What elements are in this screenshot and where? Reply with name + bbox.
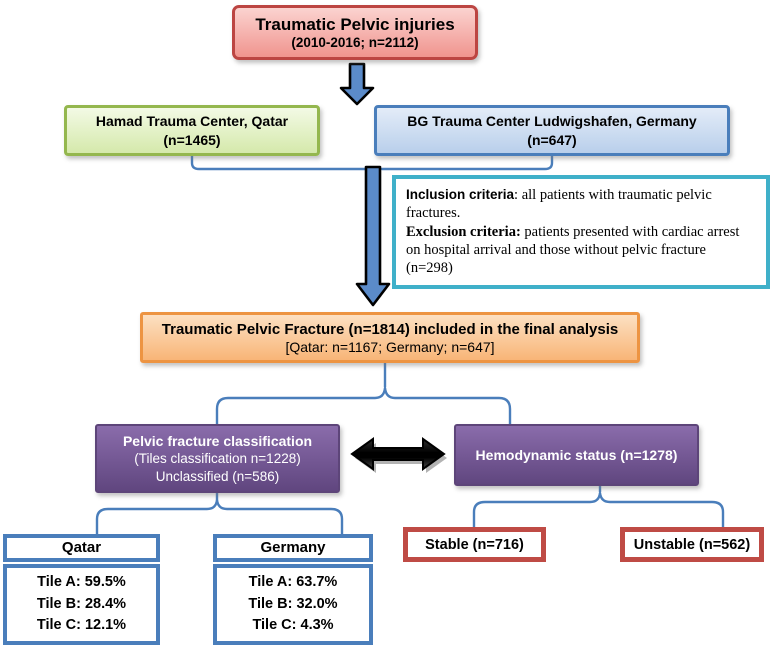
classification-line2: (Tiles classification n=1228) — [134, 451, 301, 467]
hamad-center-box: Hamad Trauma Center, Qatar (n=1465) — [64, 105, 320, 156]
germany-tiles-list: Tile A: 63.7% Tile B: 32.0% Tile C: 4.3% — [213, 563, 373, 645]
tile-row: Tile A: 63.7% — [248, 573, 338, 590]
connector-bg-to-merge — [380, 154, 554, 171]
hemodynamic-box: Hemodynamic status (n=1278) — [454, 424, 699, 486]
exclusion-label: Exclusion criteria: — [406, 223, 521, 240]
tile-row: Tile A: 59.5% — [37, 573, 126, 590]
tile-row: Tile B: 28.4% — [36, 595, 127, 612]
criteria-box: Inclusion criteria: all patients with tr… — [392, 175, 770, 289]
inclusion-text: : all patients with traumatic pelvic fra… — [406, 187, 712, 222]
connector-hemodynamic-brace — [472, 492, 725, 529]
classification-line3: Unclassified (n=586) — [155, 468, 280, 484]
germany-tiles-header: Germany — [213, 534, 373, 562]
title-box: Traumatic Pelvic injuries (2010-2016; n=… — [232, 5, 478, 60]
stable-box: Stable (n=716) — [403, 527, 546, 562]
title-line1: Traumatic Pelvic injuries — [255, 15, 455, 35]
down-arrow-icon — [339, 62, 375, 106]
qatar-tiles-panel: Qatar Tile A: 59.5% Tile B: 28.4% Tile C… — [3, 534, 160, 645]
exclusion-text: patients presented with cardiac arrest o… — [406, 223, 740, 277]
germany-tiles-panel: Germany Tile A: 63.7% Tile B: 32.0% Tile… — [213, 534, 373, 645]
unstable-label: Unstable (n=562) — [633, 536, 751, 553]
final-analysis-box: Traumatic Pelvic Fracture (n=1814) inclu… — [140, 312, 640, 363]
title-line2: (2010-2016; n=2112) — [291, 34, 419, 50]
qatar-tiles-list: Tile A: 59.5% Tile B: 28.4% Tile C: 12.1… — [3, 563, 160, 645]
connector-hamad-to-merge — [190, 154, 380, 171]
final-analysis-line1: Traumatic Pelvic Fracture (n=1814) inclu… — [161, 320, 619, 338]
classification-box: Pelvic fracture classification (Tiles cl… — [95, 424, 340, 493]
double-arrow-icon — [350, 437, 446, 471]
final-analysis-line2: [Qatar: n=1167; Germany; n=647] — [285, 338, 495, 355]
classification-line1: Pelvic fracture classification — [122, 432, 313, 449]
hamad-center-name: Hamad Trauma Center, Qatar — [95, 112, 289, 129]
bg-center-count: (n=647) — [527, 131, 577, 148]
bg-center-box: BG Trauma Center Ludwigshafen, Germany (… — [374, 105, 730, 156]
unstable-box: Unstable (n=562) — [620, 527, 764, 562]
hemodynamic-label: Hemodynamic status (n=1278) — [475, 446, 678, 463]
qatar-tiles-header: Qatar — [3, 534, 160, 562]
tile-row: Tile C: 4.3% — [252, 617, 334, 634]
exclusion-criteria-text: Exclusion criteria: patients presented w… — [406, 223, 756, 278]
stable-label: Stable (n=716) — [425, 536, 524, 553]
bg-center-name: BG Trauma Center Ludwigshafen, Germany — [407, 112, 697, 129]
long-down-arrow-icon — [355, 165, 391, 307]
tile-row: Tile C: 12.1% — [36, 617, 127, 634]
hamad-center-count: (n=1465) — [163, 131, 221, 148]
inclusion-criteria-text: Inclusion criteria: all patients with tr… — [406, 186, 756, 223]
connector-final-brace — [215, 387, 512, 426]
connector-classification-brace — [95, 499, 344, 536]
tile-row: Tile B: 32.0% — [248, 595, 338, 612]
inclusion-label: Inclusion criteria — [406, 187, 515, 202]
